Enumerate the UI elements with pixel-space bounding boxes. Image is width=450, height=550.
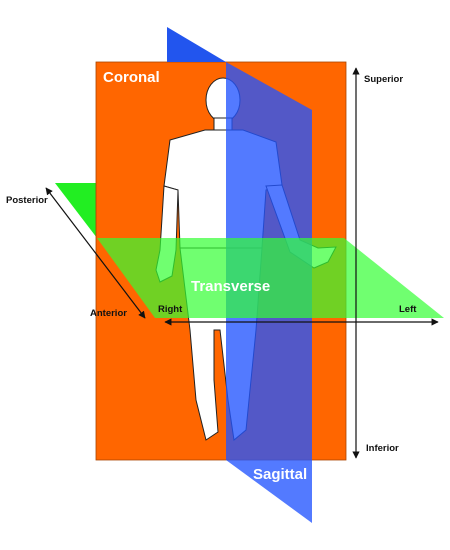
anterior-label: Anterior xyxy=(90,308,127,319)
superior-label: Superior xyxy=(364,74,403,85)
transverse-plane-back xyxy=(55,183,97,238)
sagittal-label: Sagittal xyxy=(253,466,307,483)
anteroposterior-axis-arrow xyxy=(45,187,146,319)
right-label: Right xyxy=(158,304,183,315)
left-label: Left xyxy=(399,304,417,315)
sagittal-plane-top xyxy=(167,27,226,62)
posterior-label: Posterior xyxy=(6,195,48,206)
coronal-label: Coronal xyxy=(103,69,160,86)
transverse-label: Transverse xyxy=(191,278,270,295)
transverse-plane xyxy=(97,238,444,318)
inferior-label: Inferior xyxy=(366,443,399,454)
